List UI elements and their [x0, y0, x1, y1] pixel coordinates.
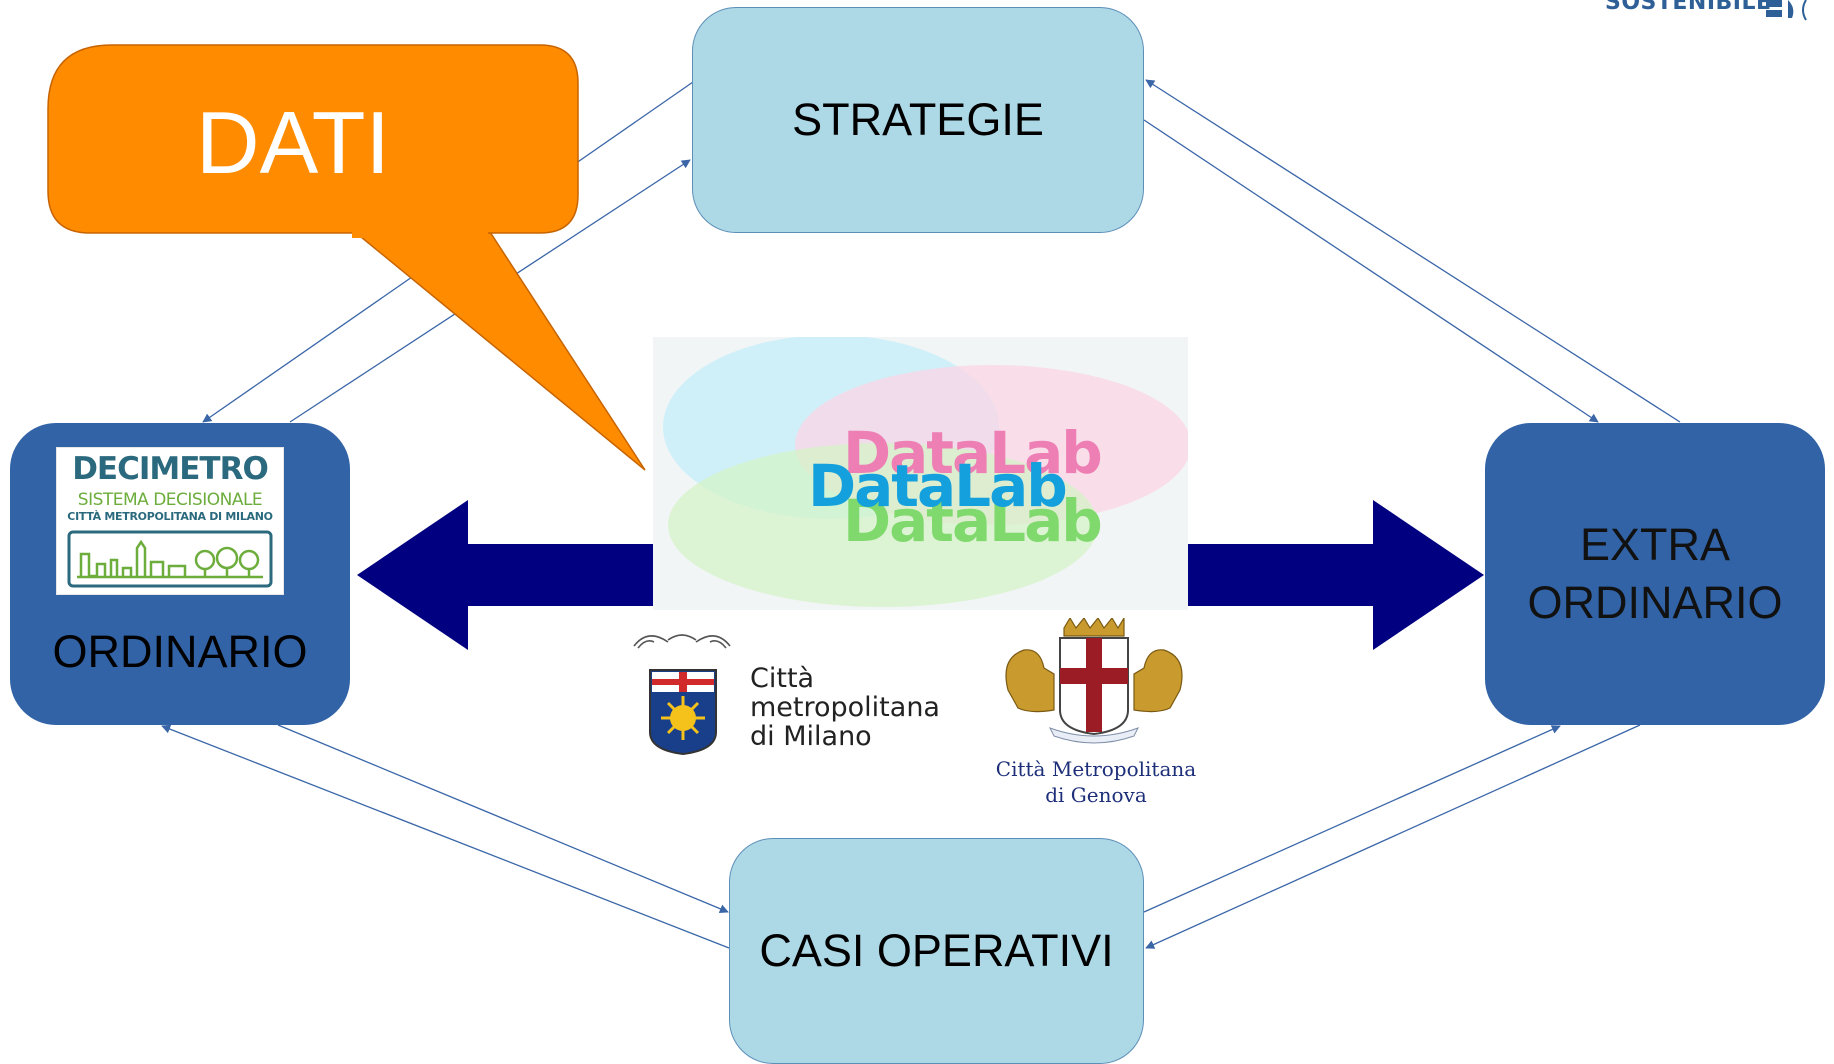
- milano-line-1: Città: [750, 663, 815, 694]
- extra-label-line1: EXTRA: [1579, 518, 1730, 570]
- connector-casi-to-extra: [1143, 725, 1561, 913]
- connector-extra-to-casi: [1145, 724, 1641, 949]
- decimetro-title: DECIMETRO: [72, 451, 269, 487]
- right-big-arrow: [1188, 500, 1484, 650]
- decimetro-logo: DECIMETRO SISTEMA DECISIONALE CITTÀ METR…: [56, 447, 284, 595]
- datalab-background: [653, 337, 1188, 610]
- genova-crest-icon: [1005, 618, 1183, 744]
- genova-line-2: di Genova: [1045, 783, 1147, 807]
- casi-operativi-node: CASI OPERATIVI: [729, 838, 1144, 1064]
- datalab-logo: DataLab DataLab DataLab: [653, 337, 1188, 610]
- connector-extra-to-strategie: [1145, 79, 1681, 423]
- casi-operativi-label: CASI OPERATIVI: [759, 924, 1114, 976]
- decimetro-city: CITTÀ METROPOLITANA DI MILANO: [67, 510, 273, 523]
- connector-strategie-to-extra: [1143, 119, 1599, 423]
- decimetro-subtitle: SISTEMA DECISIONALE: [77, 490, 263, 510]
- corner-brand-icon: [1766, 0, 1807, 21]
- datalab-text-green: DataLab: [843, 487, 1103, 555]
- ordinario-label: ORDINARIO: [52, 626, 308, 677]
- connector-casi-to-ordinario: [161, 724, 730, 949]
- genova-logo-text: Città Metropolitana di Genova: [990, 756, 1202, 808]
- connector-ordinario-to-casi: [277, 724, 729, 914]
- corner-brand-text: SOSTENIBILE: [1605, 0, 1772, 15]
- milano-crest-icon: [633, 634, 731, 756]
- extra-label-line2: ORDINARIO: [1527, 577, 1783, 628]
- genova-line-1: Città Metropolitana: [995, 757, 1197, 781]
- strategie-label: STRATEGIE: [792, 93, 1044, 145]
- datalab-text-blue: DataLab: [808, 452, 1068, 520]
- milano-line-2: metropolitana: [750, 692, 940, 723]
- dati-callout-label: DATI: [196, 93, 390, 192]
- milano-logo-text: Città metropolitana di Milano: [750, 664, 940, 751]
- left-big-arrow: [357, 500, 654, 650]
- strategie-node: STRATEGIE: [692, 7, 1144, 233]
- milano-line-3: di Milano: [750, 721, 872, 752]
- extra-ordinario-node: EXTRA ORDINARIO: [1485, 423, 1825, 725]
- datalab-text-pink: DataLab: [843, 419, 1103, 487]
- skyline-icon: [67, 530, 273, 588]
- ordinario-node: DECIMETRO SISTEMA DECISIONALE CITTÀ METR…: [10, 423, 350, 725]
